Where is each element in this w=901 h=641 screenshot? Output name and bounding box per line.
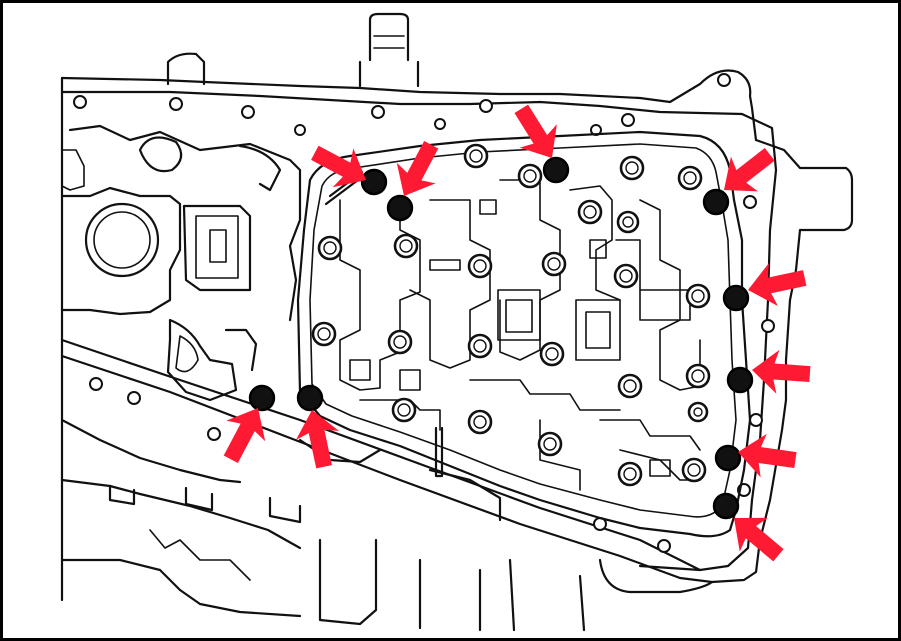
valve-body	[296, 130, 752, 538]
plain-bolts	[311, 143, 711, 487]
marked-bolt	[296, 384, 324, 412]
marked-bolt	[722, 284, 750, 312]
arrow-marker	[724, 147, 775, 192]
marked-bolts	[248, 156, 754, 520]
marked-bolt	[714, 444, 742, 472]
case-flange-holes	[73, 73, 775, 553]
valve-body-diagram	[60, 12, 854, 632]
arrow-marker	[514, 104, 557, 158]
arrow-marker	[748, 263, 807, 307]
arrow-marker	[396, 141, 439, 196]
arrow-marker	[752, 349, 811, 394]
marked-bolt	[360, 168, 388, 196]
arrow-marker	[311, 145, 366, 188]
marked-bolt	[726, 366, 754, 394]
marked-bolt	[248, 384, 276, 412]
pointer-arrows	[223, 104, 811, 562]
arrow-marker	[223, 408, 266, 463]
arrow-marker	[738, 433, 797, 478]
arrow-marker	[734, 517, 784, 562]
marked-bolt	[702, 188, 730, 216]
marked-bolt	[386, 194, 414, 222]
marked-bolt	[712, 492, 740, 520]
left-housing	[60, 124, 302, 402]
marked-bolt	[542, 156, 570, 184]
arrow-marker	[295, 410, 339, 469]
